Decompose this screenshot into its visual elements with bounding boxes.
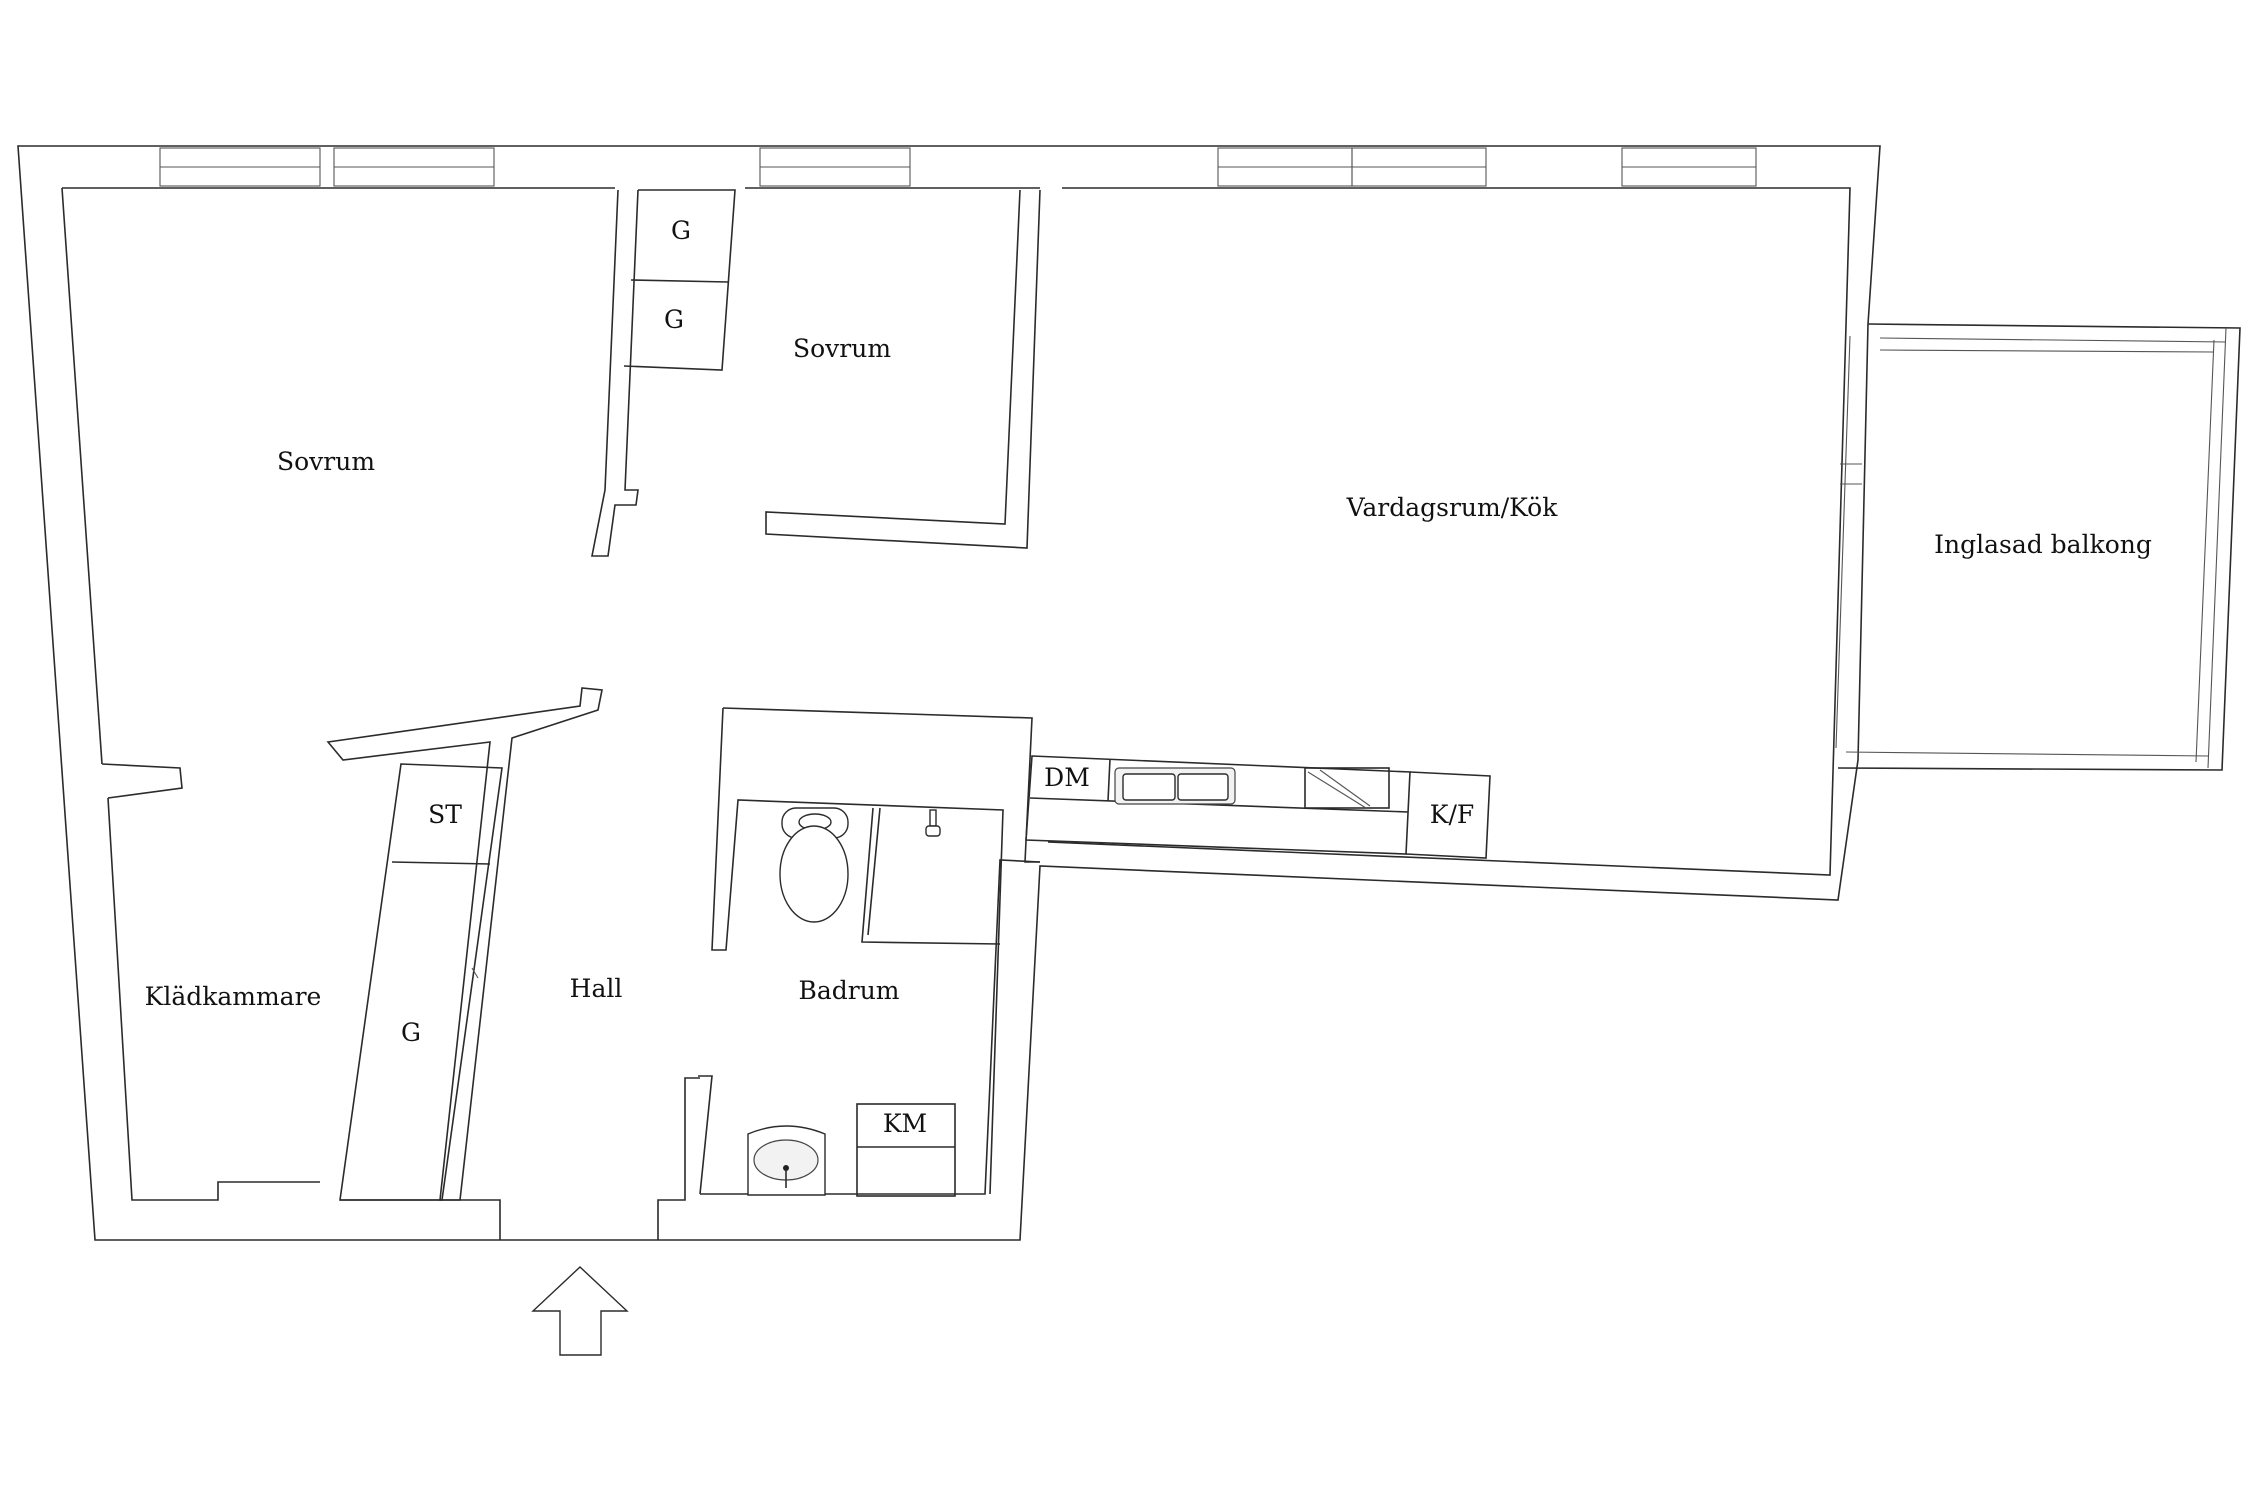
- fixture-label-dishwasher: DM: [1044, 763, 1090, 792]
- room-label-sovrum-small: Sovrum: [793, 334, 891, 363]
- room-label-sovrum-large: Sovrum: [277, 447, 375, 476]
- fixture-label-fridge-freezer: K/F: [1430, 800, 1474, 829]
- entrance-arrow-icon: [531, 1266, 629, 1356]
- shower-head-icon: [925, 809, 941, 837]
- windows-top: [159, 147, 1757, 187]
- room-label-hall: Hall: [570, 974, 623, 1003]
- kitchen-counter: [1025, 755, 1491, 859]
- room-label-balcony: Inglasad balkong: [1934, 530, 2152, 559]
- washbasin-icon: [747, 1125, 826, 1196]
- fixture-label-wardrobe-2: G: [664, 305, 684, 334]
- exterior-walls: [17, 145, 1881, 1241]
- balcony: [1835, 323, 2241, 771]
- room-label-bathroom: Badrum: [798, 976, 899, 1005]
- fixture-label-storage: ST: [428, 800, 462, 829]
- bathroom-fixtures: [747, 807, 956, 1197]
- fixture-label-wardrobe-1: G: [671, 216, 691, 245]
- fixture-label-washing-machine: KM: [883, 1109, 927, 1138]
- interior-walls: [101, 189, 1041, 1201]
- room-label-walk-in-closet: Klädkammare: [145, 982, 322, 1011]
- fixture-label-wardrobe-hall: G: [401, 1018, 421, 1047]
- room-label-living-kitchen: Vardagsrum/Kök: [1346, 493, 1559, 522]
- toilet-icon: [779, 807, 849, 923]
